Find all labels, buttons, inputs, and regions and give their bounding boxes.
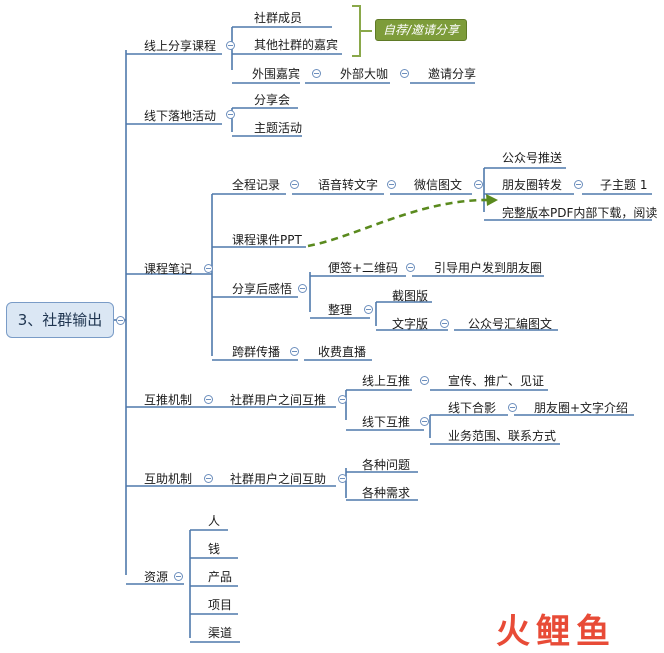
topic-organize[interactable]: 整理 [328, 303, 353, 317]
topic-offline-push[interactable]: 线下互推 [362, 415, 411, 429]
topic-cross-group[interactable]: 跨群传播 [232, 345, 281, 359]
topic-reflection[interactable]: 分享后感悟 [232, 282, 293, 296]
topic-mutual-push[interactable]: 互推机制 [144, 393, 193, 407]
topic-resource-people[interactable]: 人 [208, 514, 221, 528]
collapse-toggle-voice-to-text[interactable] [387, 180, 396, 189]
collapse-toggle-online-push[interactable] [420, 376, 429, 385]
topic-other-guests[interactable]: 其他社群的嘉宾 [254, 38, 339, 52]
topic-course-notes[interactable]: 课程笔记 [144, 262, 193, 276]
topic-paid-live[interactable]: 收费直播 [318, 345, 367, 359]
topic-various-questions[interactable]: 各种问题 [362, 458, 411, 472]
root-topic[interactable]: 3、社群输出 [6, 302, 114, 338]
topic-online-share[interactable]: 线上分享课程 [144, 39, 217, 53]
topic-voice-to-text[interactable]: 语音转文字 [318, 178, 379, 192]
topic-invite-share[interactable]: 邀请分享 [428, 67, 477, 81]
collapse-toggle-users-help[interactable] [338, 474, 347, 483]
topic-full-record[interactable]: 全程记录 [232, 178, 281, 192]
topic-moments-forward[interactable]: 朋友圈转发 [502, 178, 563, 192]
collapse-toggle-users-push[interactable] [338, 395, 347, 404]
topic-various-needs[interactable]: 各种需求 [362, 486, 411, 500]
collapse-toggle-notes[interactable] [204, 264, 213, 273]
callout-self-recommend[interactable]: 自荐/邀请分享 [375, 19, 467, 41]
collapse-toggle-organize[interactable] [364, 305, 373, 314]
topic-guide-users[interactable]: 引导用户发到朋友圈 [434, 261, 543, 275]
topic-text-version[interactable]: 文字版 [392, 317, 429, 331]
collapse-toggle-moments-forward[interactable] [574, 180, 583, 189]
collapse-toggle-full-record[interactable] [290, 180, 299, 189]
topic-mutual-help[interactable]: 互助机制 [144, 472, 193, 486]
collapse-toggle-text-version[interactable] [440, 319, 449, 328]
collapse-toggle-external-experts[interactable] [400, 69, 409, 78]
topic-resources[interactable]: 资源 [144, 570, 169, 584]
topic-sharing-meeting[interactable]: 分享会 [254, 93, 291, 107]
topic-resource-product[interactable]: 产品 [208, 570, 233, 584]
callout-bracket [352, 5, 372, 57]
arrow-head [486, 194, 498, 206]
topic-resource-money[interactable]: 钱 [208, 542, 221, 556]
topic-users-push[interactable]: 社群用户之间互推 [230, 393, 327, 407]
collapse-toggle-sticky-qr[interactable] [406, 263, 415, 272]
topic-theme-activities[interactable]: 主题活动 [254, 121, 303, 135]
collapse-toggle-online-share[interactable] [226, 41, 235, 50]
topic-online-push[interactable]: 线上互推 [362, 374, 411, 388]
collapse-toggle-mutual-help[interactable] [204, 474, 213, 483]
topic-screenshot-version[interactable]: 截图版 [392, 289, 429, 303]
topic-subtopic-1[interactable]: 子主题 1 [600, 178, 648, 192]
topic-course-ppt[interactable]: 课程课件PPT [232, 233, 302, 247]
collapse-toggle-offline[interactable] [226, 110, 235, 119]
dashed-arrow [307, 198, 495, 248]
topic-wechat-article[interactable]: 微信图文 [414, 178, 463, 192]
topic-moments-intro[interactable]: 朋友圈+文字介绍 [534, 401, 629, 415]
topic-official-push[interactable]: 公众号推送 [502, 151, 563, 165]
collapse-toggle-cross-group[interactable] [290, 347, 299, 356]
topic-business-contact[interactable]: 业务范围、联系方式 [448, 429, 557, 443]
collapse-toggle-root[interactable] [116, 316, 125, 325]
topic-offline-activities[interactable]: 线下落地活动 [144, 109, 217, 123]
topic-group-photo[interactable]: 线下合影 [448, 401, 497, 415]
topic-compile-article[interactable]: 公众号汇编图文 [468, 317, 553, 331]
topic-pdf-download[interactable]: 完整版本PDF内部下载，阅读 [502, 206, 658, 220]
topic-sticky-qr[interactable]: 便签+二维码 [328, 261, 399, 275]
collapse-toggle-external-guests[interactable] [312, 69, 321, 78]
collapse-toggle-mutual-push[interactable] [204, 395, 213, 404]
collapse-toggle-offline-push[interactable] [420, 417, 429, 426]
collapse-toggle-reflection[interactable] [298, 284, 307, 293]
topic-external-guests[interactable]: 外围嘉宾 [252, 67, 301, 81]
topic-users-help[interactable]: 社群用户之间互助 [230, 472, 327, 486]
topic-external-experts[interactable]: 外部大咖 [340, 67, 389, 81]
topic-community-members[interactable]: 社群成员 [254, 11, 303, 25]
collapse-toggle-wechat-article[interactable] [474, 180, 483, 189]
topic-promote-testimony[interactable]: 宣传、推广、见证 [448, 374, 545, 388]
watermark-logo: 火鲤鱼 [496, 612, 616, 652]
topic-resource-channel[interactable]: 渠道 [208, 626, 233, 640]
topic-resource-project[interactable]: 项目 [208, 598, 233, 612]
collapse-toggle-group-photo[interactable] [508, 403, 517, 412]
collapse-toggle-resources[interactable] [174, 572, 183, 581]
